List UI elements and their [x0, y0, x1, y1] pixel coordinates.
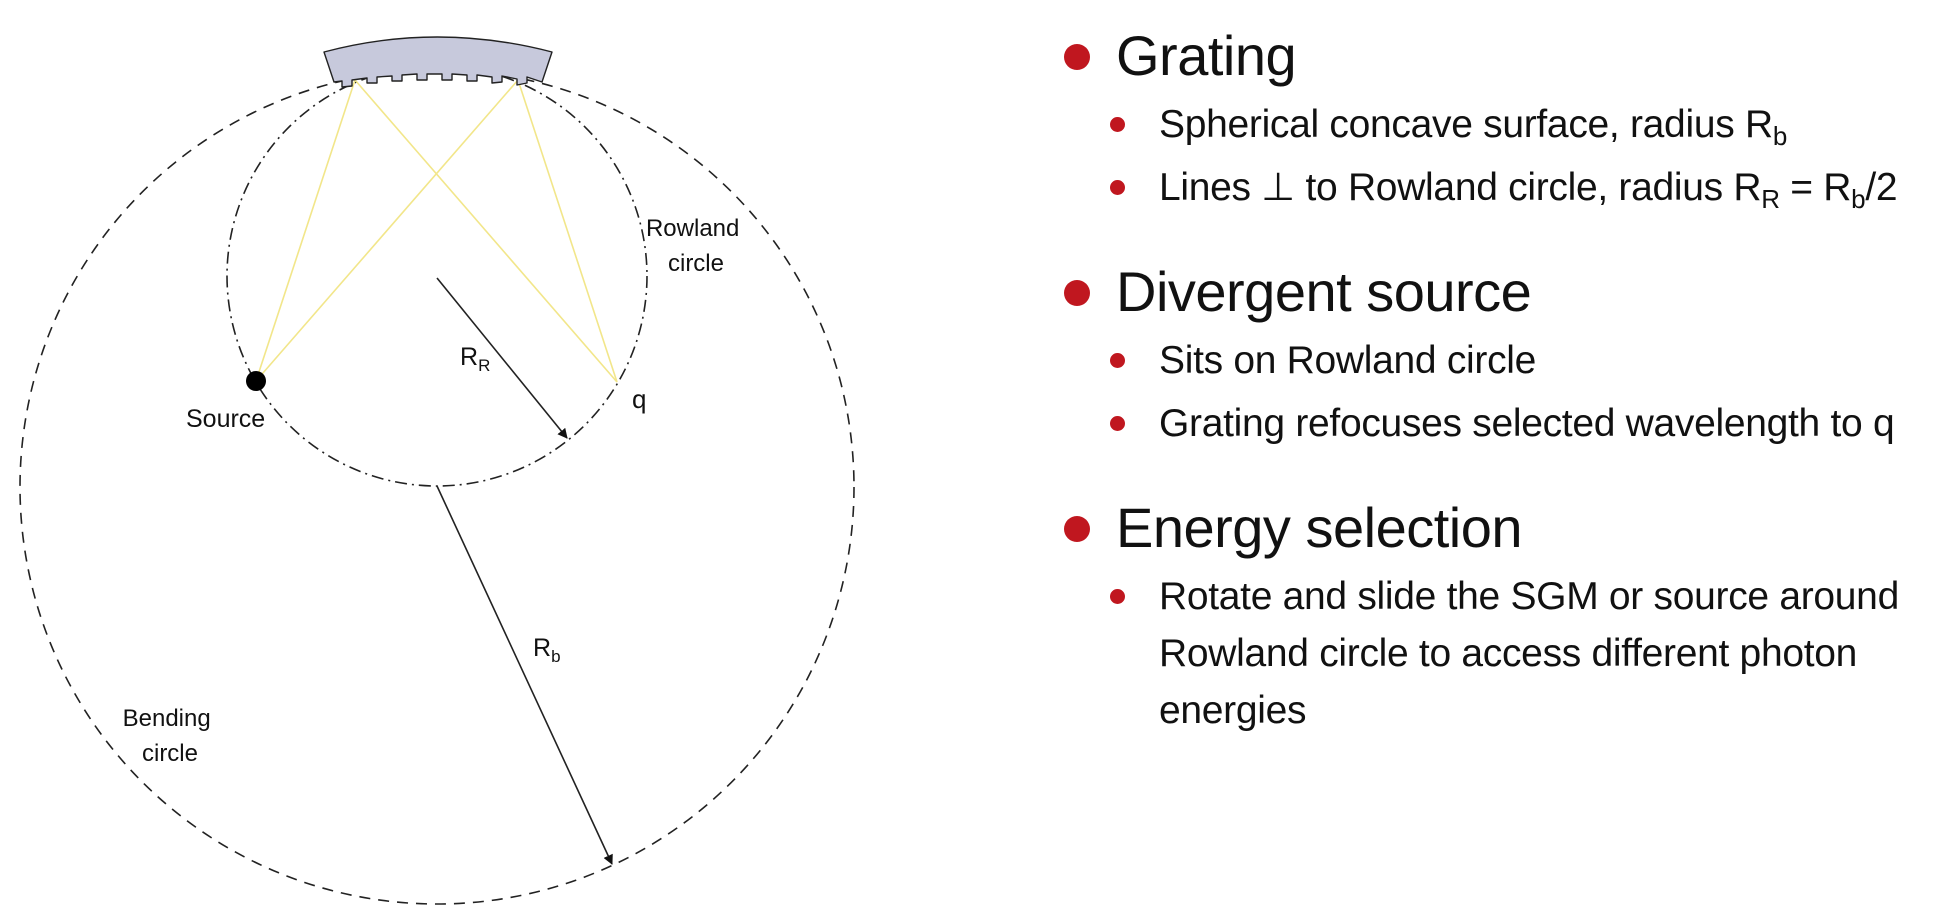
bullet-text: /2 — [1865, 166, 1898, 209]
source-dot — [246, 371, 266, 391]
section-heading: Grating — [1062, 22, 1942, 90]
section-heading: Divergent source — [1062, 258, 1942, 326]
sub-bullet-dot-icon — [1110, 589, 1125, 604]
sub-bullet-dot-icon — [1110, 117, 1125, 132]
rowland-radius-arrow — [436, 277, 568, 439]
section-heading-text: Divergent source — [1116, 260, 1532, 323]
subscript: R — [1761, 184, 1780, 214]
sub-bullet-dot-icon — [1110, 416, 1125, 431]
subscript: b — [1772, 121, 1787, 151]
bullet-item: Lines ⊥ to Rowland circle, radius RR = R… — [1062, 159, 1942, 216]
bending-circle-label: Bending circle — [123, 705, 218, 767]
section-heading: Energy selection — [1062, 494, 1942, 562]
bullet-item: Sits on Rowland circle — [1062, 332, 1942, 389]
sub-bullet-dot-icon — [1110, 353, 1125, 368]
bullet-text: Spherical concave surface, radius R — [1159, 103, 1773, 146]
rowland-circle-label: Rowland circle — [646, 215, 746, 277]
subscript: b — [1851, 184, 1866, 214]
q-label: q — [632, 384, 646, 414]
sub-bullet-dot-icon — [1110, 180, 1125, 195]
bullet-text: Rotate and slide the SGM or source aroun… — [1159, 575, 1899, 732]
bullet-item: Grating refocuses selected wavelength to… — [1062, 395, 1942, 452]
section-heading-text: Energy selection — [1116, 496, 1523, 559]
bending-radius-arrow — [436, 485, 613, 865]
bullet-text: Lines ⊥ to Rowland circle, radius R — [1159, 166, 1762, 209]
bullet-text: Sits on Rowland circle — [1159, 339, 1537, 382]
bending-radius-label: Rb — [533, 634, 561, 666]
rowland-diagram: Rowland circle Source q RR Rb Bending ci… — [19, 36, 855, 905]
bullet-text: = R — [1779, 166, 1852, 209]
bullet-item: Spherical concave surface, radius Rb — [1062, 96, 1942, 153]
source-label: Source — [186, 405, 265, 433]
rowland-radius-label: RR — [460, 343, 490, 375]
section-heading-text: Grating — [1116, 24, 1297, 87]
grating — [323, 36, 553, 88]
light-rays — [255, 79, 618, 383]
bullet-dot-icon — [1064, 44, 1090, 70]
bullet-dot-icon — [1064, 280, 1090, 306]
bullet-item: Rotate and slide the SGM or source aroun… — [1062, 568, 1942, 739]
bullet-text: Grating refocuses selected wavelength to… — [1159, 402, 1895, 445]
bullet-dot-icon — [1064, 516, 1090, 542]
